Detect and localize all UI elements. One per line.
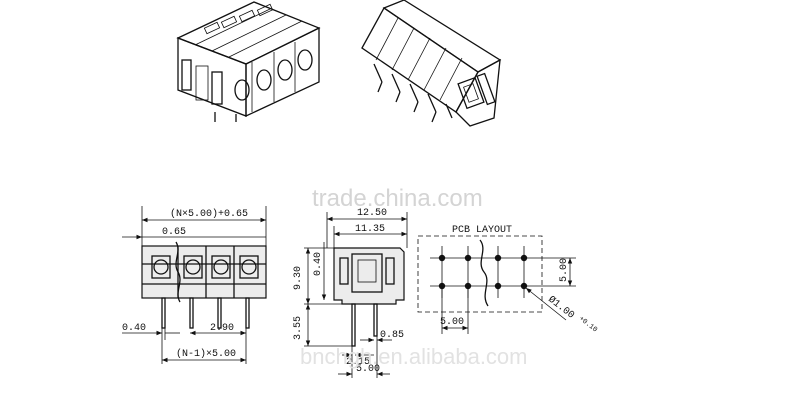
pcb-layout: PCB LAYOUT 5.00 5 bbox=[417, 225, 599, 338]
dim-overall-width: (N×5.00)+0.65 bbox=[170, 208, 248, 220]
dim-pin-length: 3.55 bbox=[293, 316, 304, 340]
watermark-bottom: bnchgh.en.alibaba.com bbox=[300, 344, 528, 369]
dim-pin-offset: 2.15 bbox=[346, 357, 370, 368]
dim-pin-thickness: 0.85 bbox=[380, 330, 404, 341]
dim-hole-diameter: Ø1.00 +0.10 bbox=[546, 293, 599, 338]
hole-tolerance: +0.10 bbox=[577, 315, 598, 334]
pcb-layout-title: PCB LAYOUT bbox=[452, 225, 512, 236]
dim-pitch-vertical: 5.00 bbox=[559, 258, 570, 282]
side-view: 12.50 11.35 9.30 0.40 3.55 0.85 bbox=[293, 208, 408, 378]
dim-pin-inner: 2.90 bbox=[210, 323, 234, 334]
isometric-view-rear bbox=[361, 0, 502, 127]
pcb-hole-grid bbox=[430, 246, 530, 298]
front-view: (N×5.00)+0.65 0.65 0.40 bbox=[122, 206, 267, 364]
dim-pitch-horizontal: 5.00 bbox=[440, 317, 464, 328]
dim-inner-width: 11.35 bbox=[355, 224, 385, 235]
dim-pitch-total: (N-1)×5.00 bbox=[176, 348, 236, 360]
isometric-view-front bbox=[176, 1, 321, 122]
watermark-top: trade.china.com bbox=[312, 185, 483, 212]
dim-top-offset: 0.40 bbox=[313, 252, 324, 276]
dim-pin-offset: 0.65 bbox=[162, 227, 186, 238]
dim-total-width: 12.50 bbox=[357, 208, 387, 219]
dim-pin-pitch: 5.00 bbox=[356, 364, 380, 375]
dim-height: 9.30 bbox=[293, 266, 304, 290]
dim-pin-width: 0.40 bbox=[122, 323, 146, 334]
